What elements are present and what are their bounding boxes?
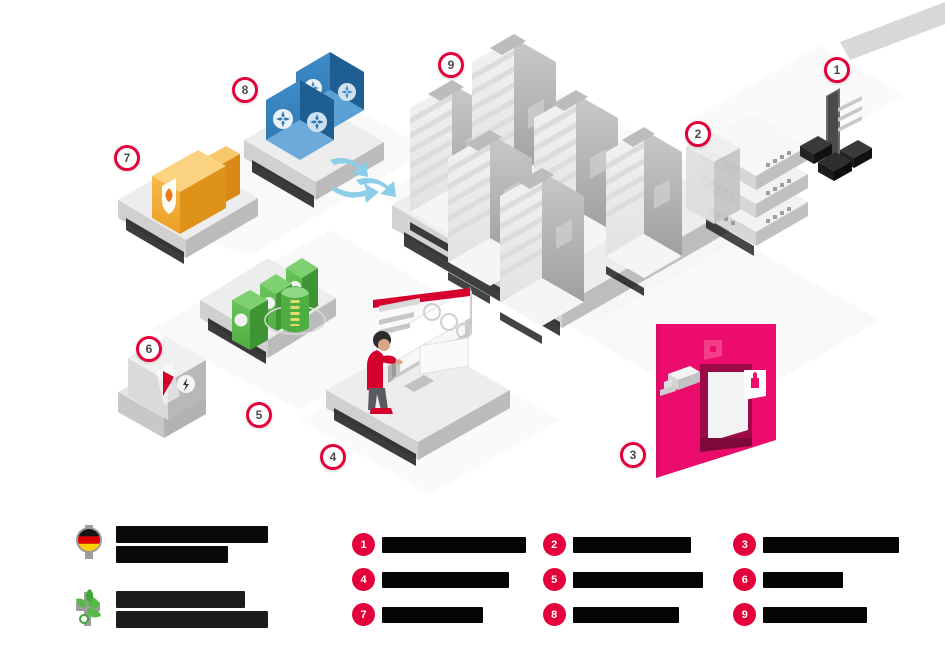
green-leaf-icon	[72, 588, 106, 626]
legend-item-9[interactable]: 9	[733, 597, 912, 632]
german-flag-icon	[72, 523, 106, 561]
map-marker-4[interactable]: 4	[320, 444, 346, 470]
legend-item-6[interactable]: 6	[733, 562, 912, 597]
map-marker-9[interactable]: 9	[438, 52, 464, 78]
server-racks	[410, 34, 682, 344]
legend-item-1[interactable]: 1	[352, 527, 531, 562]
legend-label-4	[382, 571, 509, 588]
legend-item-3[interactable]: 3	[733, 527, 912, 562]
legend-label-7	[382, 606, 483, 623]
legend-label-3	[763, 536, 900, 553]
side-legend-text	[116, 523, 268, 566]
legend-label-9	[763, 606, 868, 623]
legend-badge-6[interactable]: 6	[733, 568, 757, 591]
map-marker-2[interactable]: 2	[685, 121, 711, 147]
legend-badge-3[interactable]: 3	[733, 533, 757, 556]
redacted-text-line	[116, 546, 228, 563]
legend-area: 1 2 3 4 5 6 7 8 9	[0, 505, 945, 665]
legend-item-2[interactable]: 2	[542, 527, 722, 562]
legend-badge-9[interactable]: 9	[733, 603, 757, 626]
monitoring-desk	[326, 287, 510, 466]
legend-badge-1[interactable]: 1	[352, 533, 375, 556]
legend-label-2	[572, 536, 691, 553]
map-marker-3[interactable]: 3	[620, 442, 646, 468]
legend-label-8	[572, 606, 679, 623]
side-legend-text	[116, 588, 268, 631]
side-legend-item-sustainability[interactable]	[72, 588, 352, 631]
redacted-text-line	[116, 611, 268, 628]
legend-item-8[interactable]: 8	[542, 597, 722, 632]
map-marker-7[interactable]: 7	[114, 145, 140, 171]
legend-badge-2[interactable]: 2	[542, 533, 566, 556]
ups-batteries	[200, 258, 336, 364]
legend-badge-4[interactable]: 4	[352, 568, 375, 591]
airflow-arrows	[330, 158, 396, 203]
legend-badge-5[interactable]: 5	[542, 568, 566, 591]
redacted-text-line	[116, 591, 245, 608]
legend-item-4[interactable]: 4	[352, 562, 531, 597]
numbered-legend: 1 2 3 4 5 6 7 8 9	[352, 527, 912, 632]
power-panel	[118, 336, 206, 438]
legend-badge-8[interactable]: 8	[542, 603, 566, 626]
map-marker-6[interactable]: 6	[136, 336, 162, 362]
legend-item-7[interactable]: 7	[352, 597, 531, 632]
isometric-illustration	[118, 2, 945, 478]
telecom-tower	[800, 2, 945, 181]
side-legend-item-germany[interactable]	[72, 523, 352, 566]
fire-suppression	[118, 146, 258, 264]
side-legend	[72, 523, 352, 653]
map-marker-8[interactable]: 8	[232, 77, 258, 103]
map-marker-5[interactable]: 5	[246, 402, 272, 428]
legend-label-6	[763, 571, 844, 588]
map-marker-1[interactable]: 1	[824, 57, 850, 83]
redacted-text-line	[116, 526, 268, 543]
legend-item-5[interactable]: 5	[542, 562, 722, 597]
legend-badge-7[interactable]: 7	[352, 603, 375, 626]
access-control-door	[656, 324, 776, 478]
legend-label-1	[382, 536, 526, 553]
back-office-building	[686, 132, 740, 224]
legend-label-5	[572, 571, 703, 588]
